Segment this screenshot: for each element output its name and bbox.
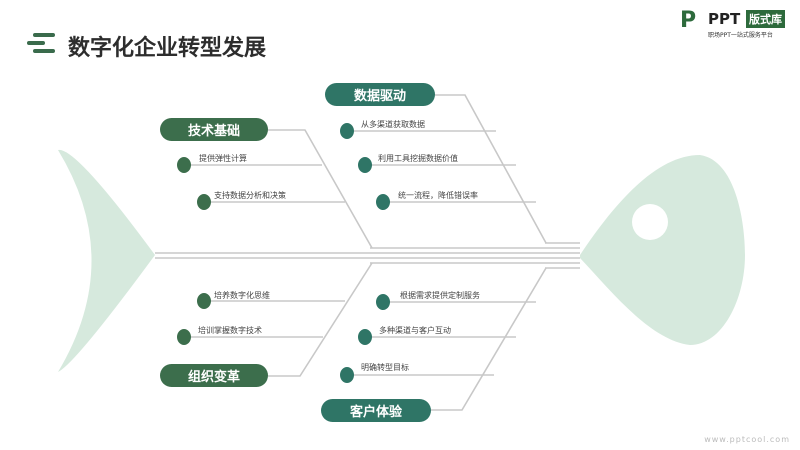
cause-item: 培养数字化思维	[214, 291, 270, 300]
bullet-dot	[358, 157, 372, 173]
watermark: www.pptcool.com	[704, 435, 790, 444]
logo-mark-icon: P	[680, 8, 697, 33]
cause-item: 统一流程，降低错误率	[398, 191, 478, 200]
cause-item: 支持数据分析和决策	[214, 191, 286, 200]
bullet-dot	[177, 329, 191, 345]
cause-item: 根据需求提供定制服务	[400, 291, 480, 300]
fish-tail	[58, 149, 155, 372]
cause-item: 提供弹性计算	[199, 154, 247, 163]
bone-label-data: 数据驱动	[325, 83, 435, 106]
logo-tagline: 职场PPT一站式服务平台	[708, 32, 773, 39]
cause-item: 从多渠道获取数据	[361, 120, 425, 129]
page-title: 数字化企业转型发展	[68, 36, 267, 61]
bullet-dot	[358, 329, 372, 345]
bullet-dot	[340, 367, 354, 383]
bone-label-tech: 技术基础	[160, 118, 268, 141]
cause-item: 多种渠道与客户互动	[379, 326, 451, 335]
cause-item: 明确转型目标	[361, 363, 409, 372]
title-menu-icon	[27, 33, 57, 53]
bullet-dot	[340, 123, 354, 139]
logo-badge: 版式库	[746, 10, 785, 28]
fish-eye	[632, 204, 668, 240]
bullet-dot	[376, 294, 390, 310]
fish-head	[580, 155, 745, 345]
logo-brand: PPT	[708, 10, 741, 28]
cause-item: 利用工具挖掘数据价值	[378, 154, 458, 163]
bullet-dot	[376, 194, 390, 210]
bullet-dot	[177, 157, 191, 173]
bones	[155, 94, 580, 411]
cause-item: 培训掌握数字技术	[198, 326, 262, 335]
bone-label-org: 组织变革	[160, 364, 268, 387]
bone-label-cust: 客户体验	[321, 399, 431, 422]
bullet-dot	[197, 194, 211, 210]
bullet-dot	[197, 293, 211, 309]
